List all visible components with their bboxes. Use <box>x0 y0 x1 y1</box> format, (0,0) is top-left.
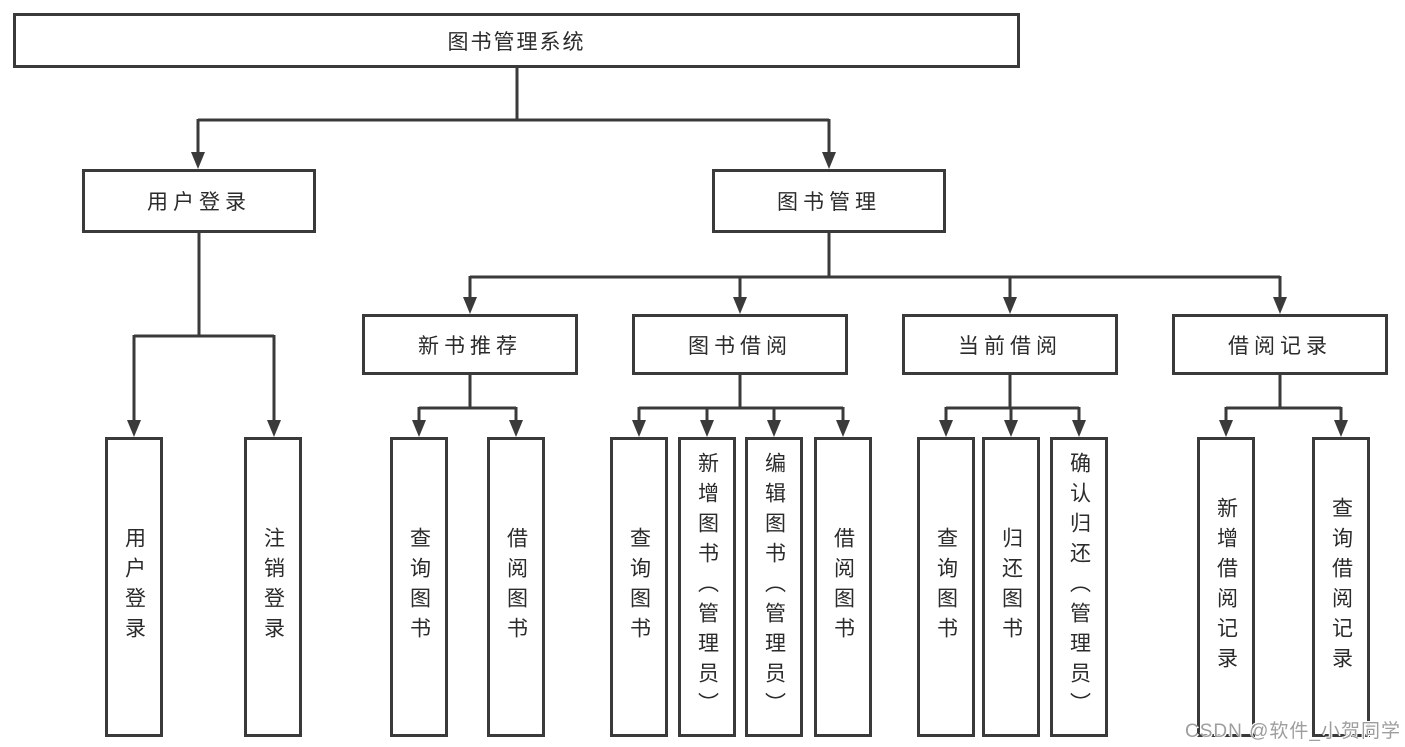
csdn-watermark: CSDN @软件_小贺同学 <box>1185 721 1401 742</box>
leaf-confirm-return-admin: 确认归还（管理员） <box>1050 437 1108 737</box>
leaf-return-books: 归还图书 <box>982 437 1040 737</box>
arrowhead-icon <box>1004 420 1018 437</box>
leaf-logout: 注销登录 <box>244 437 302 737</box>
leaf-user-login: 用户登录 <box>105 437 163 737</box>
leaf-label: 查询图书 <box>407 527 431 647</box>
arrowhead-icon <box>700 420 714 437</box>
arrowhead-icon <box>509 420 523 437</box>
arrowhead-icon <box>267 420 281 437</box>
arrowhead-icon <box>836 420 850 437</box>
leaf-borrow-books: 借阅图书 <box>814 437 872 737</box>
node-new-book-recommend: 新书推荐 <box>362 314 578 375</box>
arrowhead-icon <box>1003 297 1017 314</box>
node-borrow-records: 借阅记录 <box>1172 314 1388 375</box>
arrowhead-group <box>127 152 1348 437</box>
arrowhead-icon <box>1072 420 1086 437</box>
leaf-label: 查询图书 <box>934 527 958 647</box>
leaf-query-borrow-record: 查询借阅记录 <box>1312 437 1370 737</box>
arrowhead-icon <box>822 152 836 169</box>
arrowhead-icon <box>1219 420 1233 437</box>
arrowhead-icon <box>1334 420 1348 437</box>
leaf-query-books-current: 查询图书 <box>917 437 975 737</box>
leaf-label: 新增图书（管理员） <box>695 452 719 722</box>
leaf-query-books-recommend: 查询图书 <box>390 437 448 737</box>
node-root-system: 图书管理系统 <box>13 13 1020 68</box>
leaf-edit-books-admin: 编辑图书（管理员） <box>745 437 803 737</box>
arrowhead-icon <box>412 420 426 437</box>
node-current-borrow: 当前借阅 <box>902 314 1118 375</box>
leaf-query-books-borrow: 查询图书 <box>610 437 668 737</box>
leaf-label: 新增借阅记录 <box>1214 497 1238 677</box>
arrowhead-icon <box>127 420 141 437</box>
arrowhead-icon <box>1273 297 1287 314</box>
arrowhead-icon <box>733 297 747 314</box>
leaf-label: 借阅图书 <box>831 527 855 647</box>
leaf-label: 查询图书 <box>627 527 651 647</box>
arrowhead-icon <box>191 152 205 169</box>
arrowhead-icon <box>939 420 953 437</box>
arrowhead-icon <box>767 420 781 437</box>
leaf-label: 确认归还（管理员） <box>1067 452 1091 722</box>
leaf-add-borrow-record: 新增借阅记录 <box>1197 437 1255 737</box>
leaf-label: 编辑图书（管理员） <box>762 452 786 722</box>
leaf-borrow-books-recommend: 借阅图书 <box>487 437 545 737</box>
leaf-add-books-admin: 新增图书（管理员） <box>678 437 736 737</box>
arrowhead-icon <box>632 420 646 437</box>
leaf-label: 用户登录 <box>122 527 146 647</box>
arrowhead-icon <box>463 297 477 314</box>
node-book-borrow: 图书借阅 <box>632 314 848 375</box>
node-book-management: 图书管理 <box>712 169 946 233</box>
leaf-label: 借阅图书 <box>504 527 528 647</box>
leaf-label: 查询借阅记录 <box>1329 497 1353 677</box>
node-user-login: 用户登录 <box>82 169 316 233</box>
leaf-label: 归还图书 <box>999 527 1023 647</box>
leaf-label: 注销登录 <box>261 527 285 647</box>
